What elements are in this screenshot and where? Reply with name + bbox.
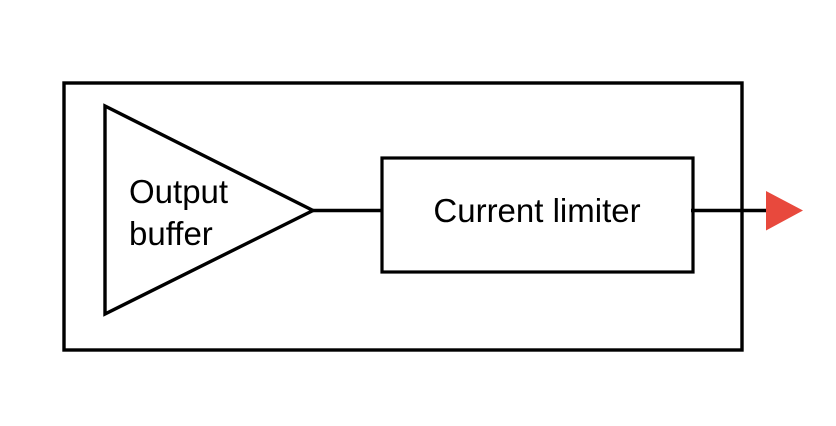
output-buffer-label-line2: buffer <box>129 215 213 252</box>
output-buffer-label-line1: Output <box>129 173 228 210</box>
current-limiter-label: Current limiter <box>433 192 640 229</box>
current-limiter-box <box>380 156 695 274</box>
arrow-right-icon <box>766 191 803 231</box>
output-buffer-triangle <box>103 103 317 317</box>
